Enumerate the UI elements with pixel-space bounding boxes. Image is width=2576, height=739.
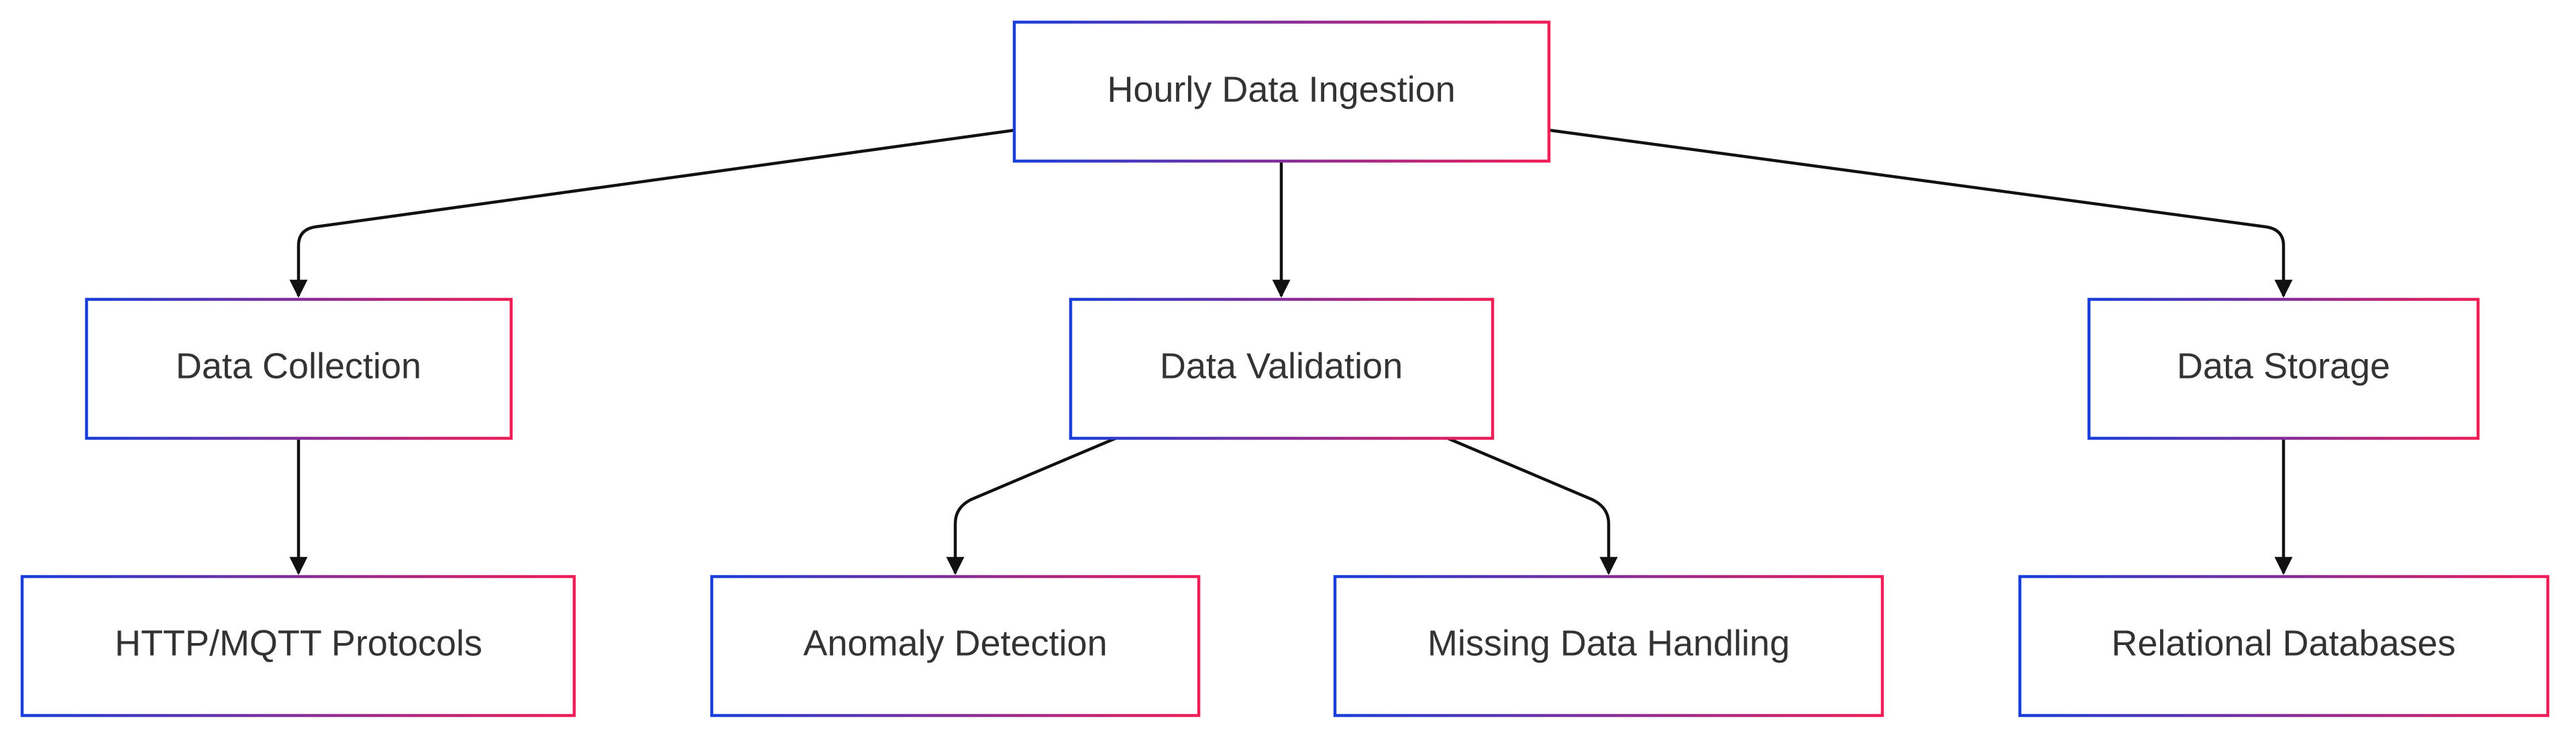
edge-root-to-data-storage xyxy=(1549,128,2293,298)
node-hourly-data-ingestion[interactable]: Hourly Data Ingestion xyxy=(1012,20,1551,163)
node-data-validation[interactable]: Data Validation xyxy=(1069,297,1495,440)
node-label: Hourly Data Ingestion xyxy=(1107,69,1455,109)
node-label: Missing Data Handling xyxy=(1428,623,1790,663)
edge-data-validation-to-missing-data xyxy=(1447,436,1618,575)
edge-root-to-data-collection xyxy=(289,128,1015,298)
node-http-mqtt-protocols[interactable]: HTTP/MQTT Protocols xyxy=(20,575,576,718)
edges xyxy=(289,128,2293,575)
node-label: Data Validation xyxy=(1160,346,1403,386)
node-label: Data Storage xyxy=(2177,346,2390,386)
node-label: Anomaly Detection xyxy=(803,623,1107,663)
node-label: Data Collection xyxy=(176,346,421,386)
node-label: HTTP/MQTT Protocols xyxy=(115,623,482,663)
node-data-collection[interactable]: Data Collection xyxy=(85,297,513,440)
node-label: Relational Databases xyxy=(2111,623,2455,663)
edge-data-validation-to-anomaly-detection xyxy=(946,436,1116,575)
node-data-storage[interactable]: Data Storage xyxy=(2087,297,2480,440)
node-anomaly-detection[interactable]: Anomaly Detection xyxy=(710,575,1201,718)
node-relational-databases[interactable]: Relational Databases xyxy=(2018,575,2550,718)
node-missing-data-handling[interactable]: Missing Data Handling xyxy=(1333,575,1884,718)
